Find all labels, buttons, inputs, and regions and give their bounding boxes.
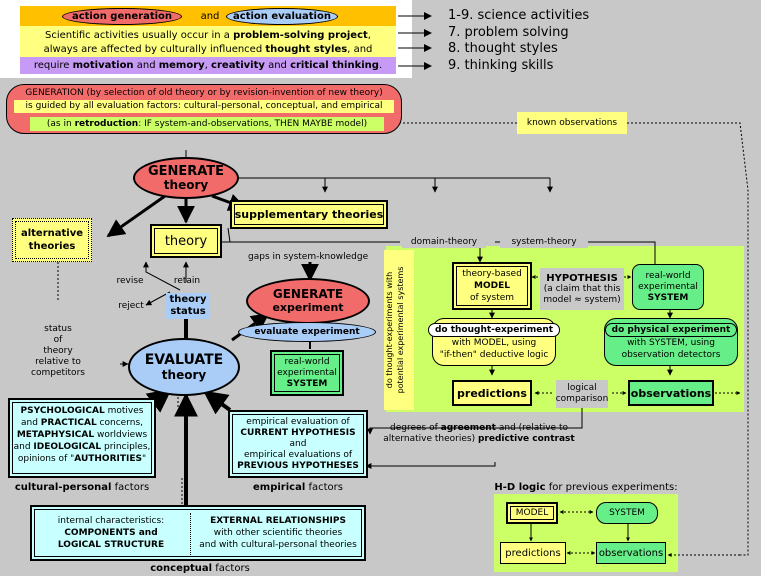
generation-line2: is guided by all evaluation factors: cul…: [14, 100, 394, 113]
hd-predictions-box: predictions: [500, 542, 566, 564]
predictions-box: predictions: [452, 380, 532, 406]
cultural-personal-box: PSYCHOLOGICAL motives and PRACTICAL conc…: [8, 398, 156, 478]
legend-line3: require motivation and memory, creativit…: [33, 60, 383, 71]
thought-experiments-vertical: do thought-experiments with potential ex…: [384, 250, 414, 410]
physical-experiment-title: do physical experiment: [604, 323, 738, 337]
action-evaluation-oval: action evaluation: [226, 8, 338, 25]
generate-theory-label-2: theory: [163, 177, 209, 192]
key-thought-styles: 8. thought styles: [448, 41, 558, 56]
empirical-label: empirical factors: [253, 482, 343, 493]
legend-and: and: [200, 11, 220, 22]
legend-line1: Scientific activities usually occur in a…: [45, 30, 371, 41]
system-theory-label: system-theory: [500, 237, 588, 248]
legend-key-arrows: [398, 12, 432, 70]
generate-experiment-label-1: GENERATE: [272, 287, 344, 301]
empirical-box: empirical evaluation of CURRENT HYPOTHES…: [228, 410, 368, 478]
physical-experiment-box: do physical experiment with SYSTEM, usin…: [604, 318, 738, 366]
conceptual-divider: [190, 513, 191, 555]
hd-model-box: MODEL: [506, 502, 558, 524]
generate-theory-label-1: GENERATE: [147, 163, 225, 179]
evaluate-theory-oval: EVALUATE theory: [128, 338, 240, 396]
supplementary-theories-box: supplementary theories: [230, 200, 388, 229]
conceptual-label: conceptual factors: [150, 563, 250, 574]
action-generation-oval: action generation: [62, 8, 182, 25]
key-thinking-skills: 9. thinking skills: [448, 58, 554, 73]
hd-logic-title: H-D logic for previous experiments:: [494, 482, 678, 493]
key-science-activities: 1-9. science activities: [448, 8, 590, 23]
degrees-label: degrees of agreement and (relative to al…: [383, 423, 575, 444]
evaluate-theory-label-1: EVALUATE: [144, 351, 224, 368]
legend-line2: always are affected by culturally influe…: [43, 44, 373, 55]
evaluate-experiment-oval: evaluate experiment: [238, 322, 376, 342]
generation-line3: (as in retroduction: IF system-and-obser…: [30, 117, 384, 131]
domain-theory-label: domain-theory: [402, 237, 486, 248]
evaluate-theory-label-2: theory: [161, 367, 207, 382]
theory-box: theory: [150, 224, 222, 258]
generate-experiment-oval: GENERATE experiment: [246, 278, 370, 324]
thought-experiment-box: do thought-experiment with MODEL, using"…: [427, 318, 561, 366]
generate-experiment-label-2: experiment: [272, 301, 344, 314]
generation-line1: GENERATION (by selection of old theory o…: [25, 88, 383, 98]
known-observations-box: known observations: [517, 112, 627, 134]
hd-system-box: SYSTEM: [596, 502, 658, 524]
observations-box: observations: [628, 380, 714, 406]
retain-label: retain: [173, 276, 201, 286]
vertical-text-2: potential experimental systems: [396, 266, 405, 394]
gaps-label: gaps in system-knowledge: [248, 252, 369, 262]
legend-yellow-bar: [20, 26, 396, 60]
legend-purple-bar: [20, 57, 396, 74]
cultural-personal-label: cultural-personal factors: [14, 482, 150, 493]
vertical-text-1: do thought-experiments with: [385, 271, 394, 389]
hd-observations-box: observations: [596, 542, 666, 564]
key-problem-solving: 7. problem solving: [448, 25, 569, 40]
reject-label: reject: [118, 301, 144, 311]
action-evaluation-label: action evaluation: [233, 11, 331, 22]
revise-label: revise: [116, 276, 144, 286]
action-generation-label: action generation: [71, 11, 173, 22]
thought-experiment-title: do thought-experiment: [427, 323, 561, 337]
generate-theory-oval: GENERATE theory: [133, 157, 239, 199]
